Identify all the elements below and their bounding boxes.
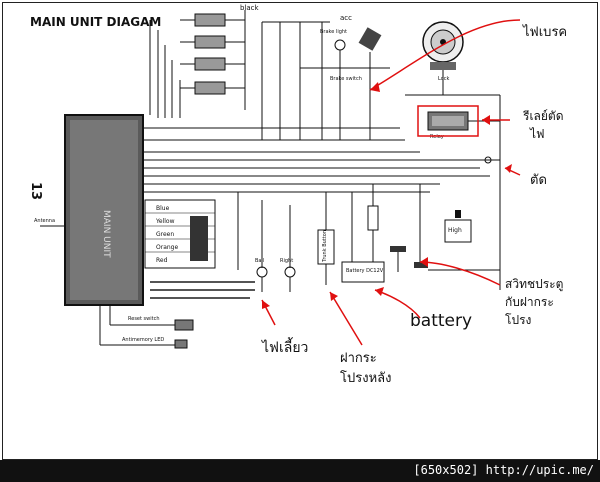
antenna-label: Antenna <box>34 218 55 224</box>
main-horizontal-wires <box>143 127 500 193</box>
high-label: High <box>448 227 462 234</box>
brake-light-label: Brake light <box>320 29 347 35</box>
high-box: High <box>444 210 472 243</box>
reset-switch-label: Reset switch <box>128 316 160 322</box>
legend-color-4: Orange <box>156 244 178 251</box>
image-footer-bar: [650x502] http://upic.me/ <box>0 460 600 482</box>
antenna: Antenna <box>34 218 65 227</box>
cut-terminal <box>484 156 500 164</box>
upper-vertical-wires <box>261 21 330 140</box>
left-light-label: Ball <box>255 258 264 264</box>
cutoff-relay: Relay <box>427 95 501 290</box>
battery-label: Battery DC12V <box>346 268 384 274</box>
acc-label: acc <box>340 14 352 22</box>
annotation-battery: battery <box>410 311 472 331</box>
battery: Battery DC12V <box>341 184 406 283</box>
brake-switch-label: Brake switch <box>330 76 362 82</box>
wiring-diagram: MAIN UNIT DIAGAM 13 MAIN UNIT Antenna <box>28 4 567 386</box>
annotation-arrows <box>261 19 521 346</box>
annotation-brake-light: ไฟเบรค <box>522 24 567 40</box>
annotation-door-switch: สวิทชประตู กับฝากระ โปรง <box>505 277 567 327</box>
page-number: 13 <box>28 182 43 200</box>
brake-light: acc Brake light Brake switch <box>320 14 362 140</box>
right-light-label: Right <box>280 258 293 264</box>
legend-color-2: Yellow <box>155 218 175 225</box>
legend-color-3: Green <box>156 231 174 238</box>
footer-text: [650x502] http://upic.me/ <box>413 463 594 477</box>
ignition-lock: Lock <box>405 21 500 96</box>
brake-switch-block <box>300 27 390 140</box>
top-wire-bundle <box>149 20 181 118</box>
main-unit-box: MAIN UNIT <box>64 114 144 306</box>
annotation-turn-signal: ไฟเลี้ยว <box>261 337 308 356</box>
trunk-button: Trunk Button <box>317 192 335 285</box>
led-label: Antimemory LED <box>122 337 164 343</box>
diagram-title: MAIN UNIT DIAGAM <box>30 15 161 29</box>
legend-color-5: Red <box>156 257 168 264</box>
notes-lines <box>150 281 255 299</box>
annotation-trunk: ฝากระ โปรงหลัง <box>340 351 391 386</box>
relay-label: Relay <box>430 134 444 140</box>
trunk-label: Trunk Button <box>322 230 328 263</box>
color-legend-block: Blue Yellow Green Orange Red <box>144 199 216 269</box>
annotation-arrowheads <box>262 82 512 309</box>
door-lock-relays: black <box>180 4 260 110</box>
annotation-cut: ตัด <box>530 173 547 188</box>
annotation-relay: รีเลย์ตัด ไฟ <box>522 109 567 141</box>
wire-black-label: black <box>240 4 260 12</box>
turn-signal-lights: Ball Right <box>237 192 296 292</box>
main-unit-label: MAIN UNIT <box>101 210 111 258</box>
legend-color-1: Blue <box>156 205 170 212</box>
lock-label: Lock <box>438 76 450 82</box>
bottom-leads: Reset switch Antimemory LED <box>99 305 194 349</box>
diagram-frame <box>2 2 598 460</box>
